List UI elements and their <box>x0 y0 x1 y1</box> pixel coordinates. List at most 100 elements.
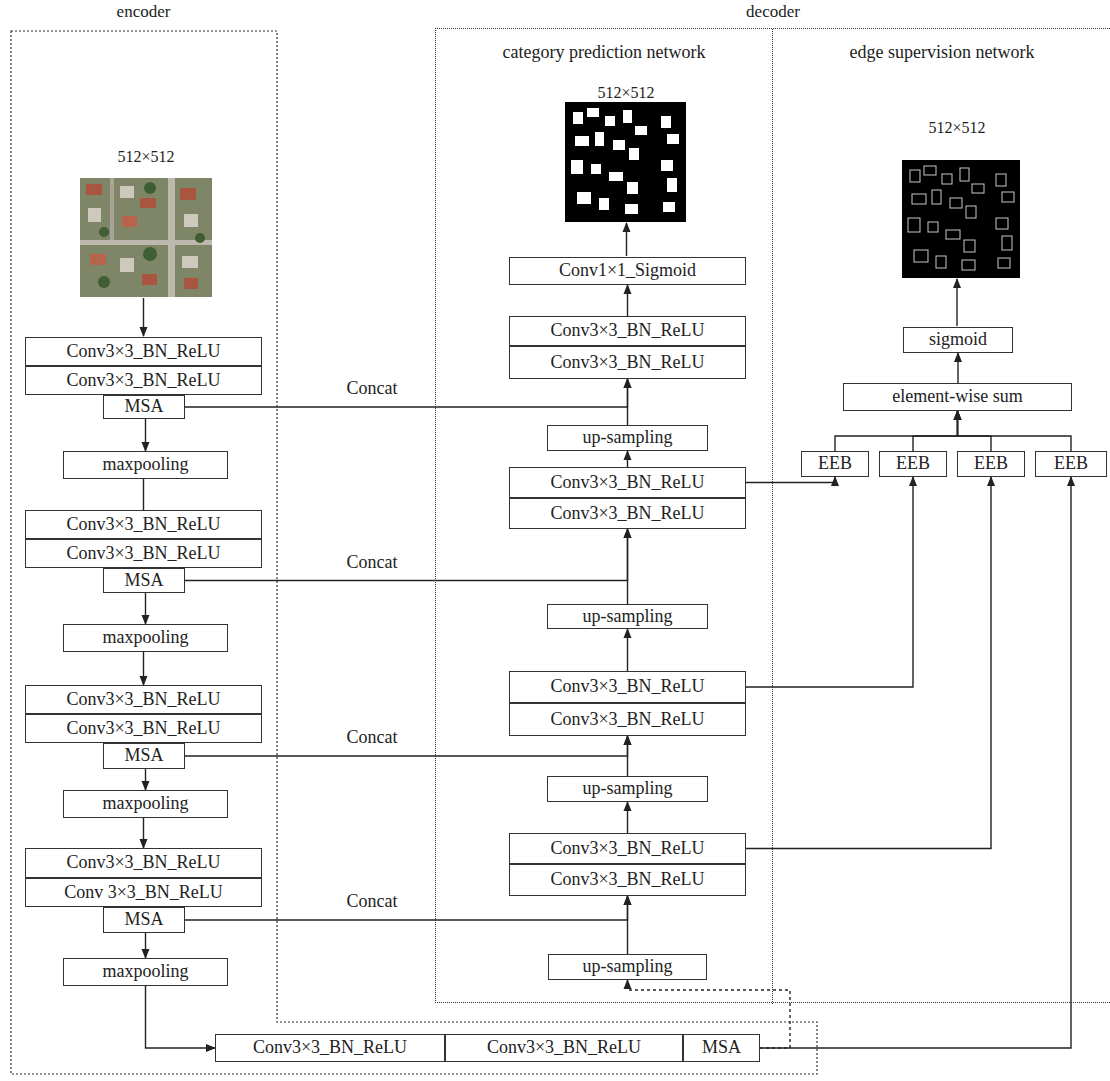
region-heading: encoder <box>10 3 277 22</box>
process-box: Conv3×3_BN_ReLU <box>445 1034 683 1062</box>
roof <box>90 254 106 265</box>
process-box: Conv3×3_BN_ReLU <box>25 337 262 366</box>
box-label: up-sampling <box>583 957 673 977</box>
box-label: Conv3×3_BN_ReLU <box>550 870 704 890</box>
process-box: up-sampling <box>547 776 708 802</box>
roof <box>142 274 157 285</box>
connector <box>913 411 958 451</box>
size-text: 512×512 <box>117 148 174 165</box>
building <box>595 132 604 146</box>
roof <box>184 214 198 227</box>
process-box: up-sampling <box>547 425 708 451</box>
building <box>635 126 647 135</box>
process-box: MSA <box>103 568 185 593</box>
region-heading: edge supervision network <box>773 43 1110 63</box>
connector <box>145 593 146 624</box>
box-label: Conv1×1_Sigmoid <box>559 261 696 281</box>
connector <box>143 479 144 510</box>
building <box>667 178 677 192</box>
process-box: EEB <box>879 451 947 477</box>
connector <box>958 411 992 451</box>
process-box: Conv3×3_BN_ReLU <box>25 685 262 714</box>
box-label: Conv3×3_BN_ReLU <box>66 719 220 739</box>
connector <box>627 629 628 671</box>
edge-outline <box>912 194 926 204</box>
edge-label-text: Concat <box>345 727 400 747</box>
edge-outline <box>972 184 984 193</box>
process-box: Conv3×3_BN_ReLU <box>509 671 746 703</box>
box-label: element-wise sum <box>892 387 1022 407</box>
aerial-image <box>80 178 212 297</box>
building <box>629 148 639 160</box>
box-label: maxpooling <box>103 962 189 982</box>
box-label: Conv3×3_BN_ReLU <box>550 353 704 373</box>
size-text: 512×512 <box>597 84 654 101</box>
connector <box>145 419 146 451</box>
region-outline <box>11 31 817 1074</box>
process-box: EEB <box>1035 451 1107 477</box>
edge-outline <box>1002 236 1012 250</box>
building <box>577 192 591 204</box>
building <box>625 204 638 214</box>
roof <box>122 216 137 227</box>
box-label: Conv3×3_BN_ReLU <box>66 515 220 535</box>
edge-label-text: Concat <box>345 378 400 398</box>
subnetwork-region: edge supervision networksigmoidelement-w… <box>773 29 1110 1004</box>
process-box: Conv3×3_BN_ReLU <box>25 848 262 878</box>
box-label: Conv3×3_BN_ReLU <box>550 710 704 730</box>
edge-label: Concat <box>292 728 452 748</box>
roof <box>184 278 198 289</box>
heading-text: edge supervision network <box>850 42 1035 62</box>
region-heading: decoder <box>436 3 1110 22</box>
edge-outline <box>966 206 976 218</box>
box-label: Conv3×3_BN_ReLU <box>550 677 704 697</box>
connector <box>760 477 1071 1048</box>
process-box: Conv3×3_BN_ReLU <box>509 703 746 736</box>
flow-arrow <box>956 279 957 326</box>
roof <box>86 184 102 195</box>
box-label: Conv3×3_BN_ReLU <box>550 504 704 524</box>
tree <box>143 247 157 261</box>
box-label: Conv3×3_BN_ReLU <box>550 473 704 493</box>
edge-outline <box>924 166 936 175</box>
process-box: Conv3×3_BN_ReLU <box>25 714 262 743</box>
connector <box>627 736 628 776</box>
building <box>627 182 638 194</box>
building <box>609 172 623 181</box>
box-label: Conv3×3_BN_ReLU <box>253 1038 407 1058</box>
box-label: MSA <box>702 1038 741 1058</box>
encoder-region: encoderConv3×3_BN_ReLUConv3×3_BN_ReLUMSA… <box>10 30 818 1075</box>
box-label: EEB <box>896 454 930 474</box>
heading-text: category prediction network <box>503 42 706 62</box>
connector <box>627 285 628 316</box>
region-heading: category prediction network <box>436 43 772 63</box>
process-box: Conv3×3_BN_ReLU <box>509 346 746 379</box>
process-box: Conv3×3_BN_ReLU <box>25 366 262 395</box>
roof <box>88 208 101 222</box>
edge-outline <box>914 250 928 262</box>
heading-text: encoder <box>117 2 171 21</box>
box-label: maxpooling <box>103 794 189 814</box>
box-label: Conv3×3_BN_ReLU <box>487 1038 641 1058</box>
box-label: MSA <box>124 746 163 766</box>
building <box>613 140 625 150</box>
mask-image <box>565 102 686 222</box>
edge-label: Concat <box>292 379 452 399</box>
edge-outline <box>928 222 938 232</box>
edge-outline <box>1002 192 1014 202</box>
connector <box>143 818 144 848</box>
edge-outline <box>950 198 962 208</box>
process-box: maxpooling <box>63 624 228 652</box>
flow-arrow <box>143 298 144 336</box>
edge-outline <box>946 230 960 239</box>
road <box>168 178 175 297</box>
process-box: MSA <box>103 907 185 933</box>
box-label: MSA <box>124 397 163 417</box>
box-label: Conv 3×3_BN_ReLU <box>64 883 223 903</box>
edge-outline <box>998 258 1010 268</box>
building <box>661 160 673 171</box>
connector <box>627 451 628 467</box>
tree <box>99 227 109 237</box>
edge-outline <box>996 218 1008 229</box>
